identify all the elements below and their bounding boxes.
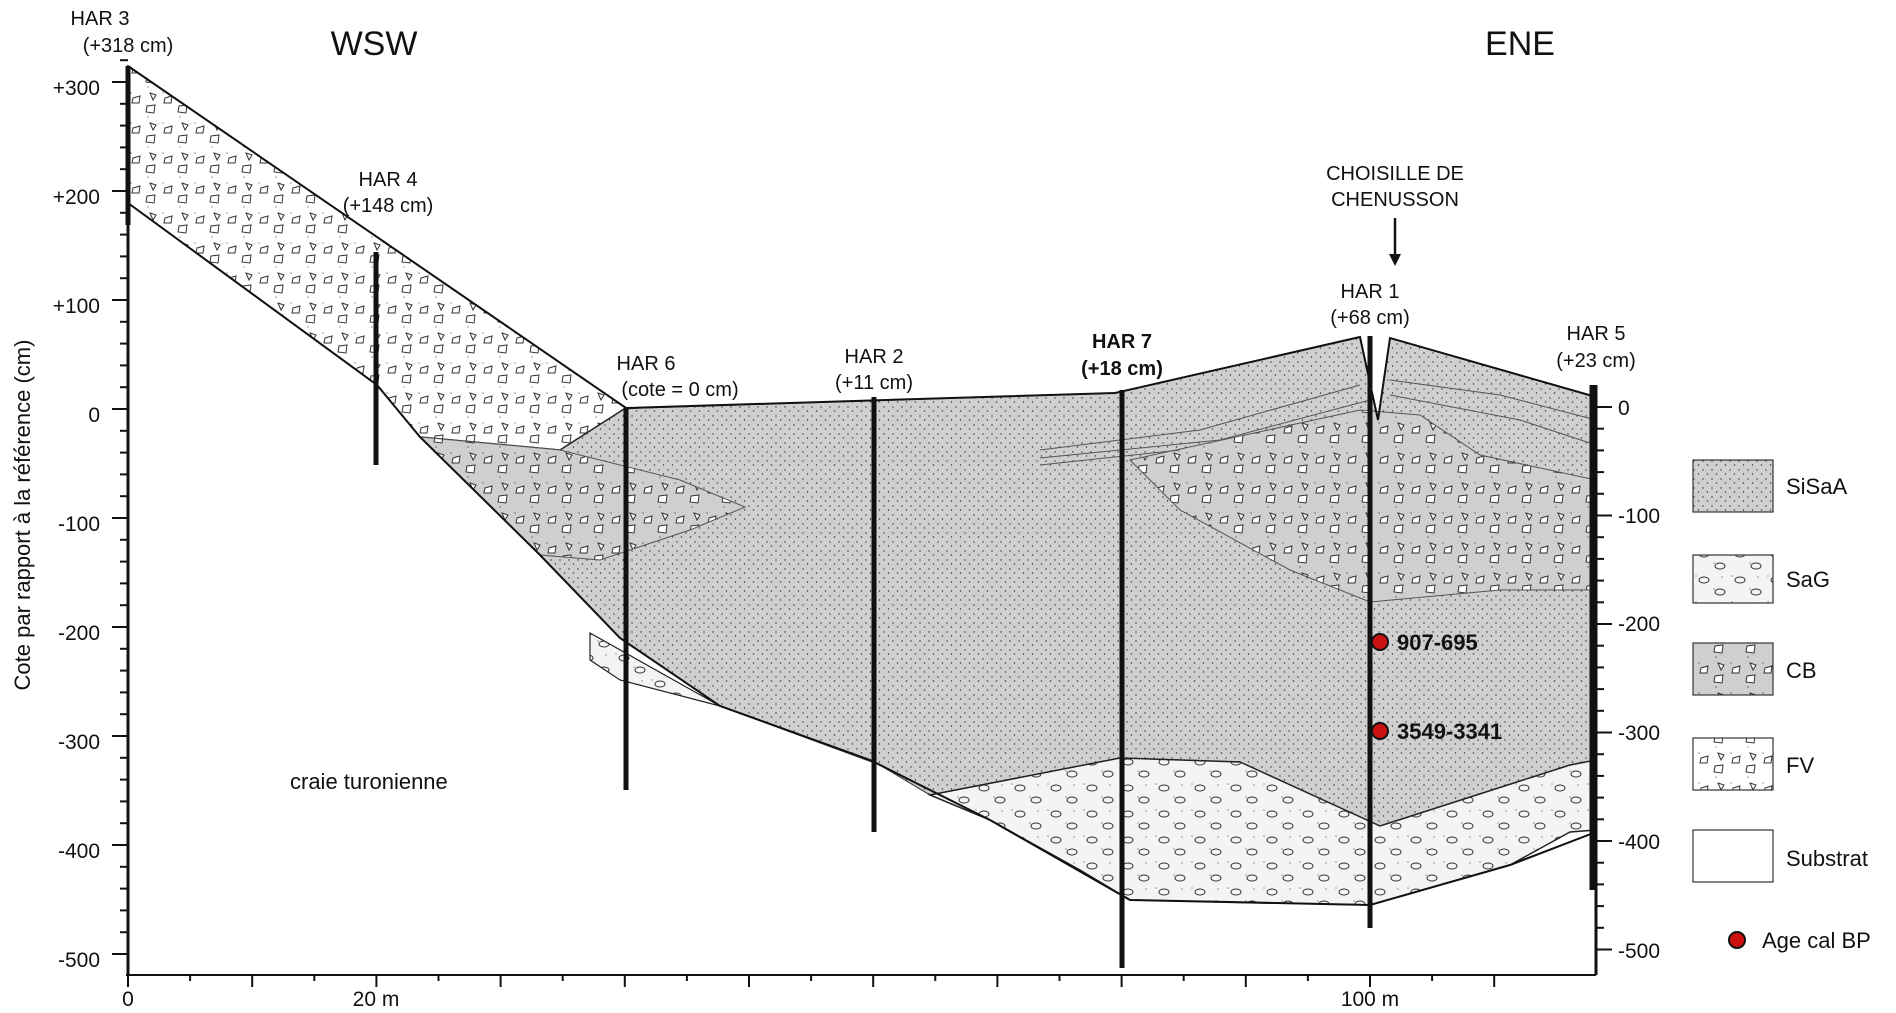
har3-elev: (+318 cm)	[83, 35, 174, 57]
sag-layer-left	[589, 631, 721, 707]
direction-left: WSW	[331, 25, 418, 63]
legend-label-substrat: Substrat	[1786, 846, 1868, 871]
stream-label-line2: CHENUSSON	[1331, 189, 1459, 211]
legend-date-dot	[1728, 931, 1746, 949]
legend-label-fv: FV	[1786, 753, 1814, 778]
har4-name: HAR 4	[359, 169, 418, 191]
borehole-labels: HAR 3 (+318 cm) HAR 4 (+148 cm) HAR 6 (c…	[71, 8, 1636, 401]
legend-swatch-sag	[1692, 554, 1774, 604]
left-tick-labels: +300 +200 +100 0 -100 -200 -300 -400 -50…	[53, 77, 100, 972]
tick-left-minus200: -200	[58, 622, 100, 645]
har2-elev: (+11 cm)	[835, 372, 913, 394]
tick-left-minus300: -300	[58, 731, 100, 754]
bottom-axis	[126, 974, 1596, 987]
x-tick-0: 0	[122, 988, 134, 1011]
tick-right-0: 0	[1618, 397, 1630, 420]
legend-swatch-cb	[1692, 642, 1774, 696]
tick-right-minus400: -400	[1618, 831, 1660, 854]
stream-marker: CHOISILLE DE CHENUSSON	[1326, 163, 1464, 266]
tick-left-plus100: +100	[53, 295, 100, 318]
har5-elev: (+23 cm)	[1556, 350, 1635, 372]
legend-label-sisaa: SiSaA	[1786, 474, 1847, 499]
legend-swatch-fv	[1692, 737, 1774, 791]
date-dot-2	[1371, 722, 1389, 740]
x-tick-labels: 0 20 m 100 m	[122, 988, 1399, 1011]
legend-swatch-sisaa	[1692, 459, 1774, 513]
har6-name: HAR 6	[617, 353, 676, 375]
y-axis-title: Cote par rapport à la référence (cm)	[10, 340, 35, 691]
tick-left-plus300: +300	[53, 77, 100, 100]
substrate-label: craie turonienne	[290, 769, 448, 794]
x-tick-20m: 20 m	[353, 988, 400, 1011]
tick-left-plus200: +200	[53, 186, 100, 209]
har7-name: HAR 7	[1092, 331, 1152, 353]
tick-left-minus500: -500	[58, 949, 100, 972]
legend-swatch-substrat	[1692, 829, 1774, 883]
x-tick-100m: 100 m	[1341, 988, 1399, 1011]
har2-name: HAR 2	[845, 346, 904, 368]
legend-label-cb: CB	[1786, 658, 1817, 683]
tick-right-minus300: -300	[1618, 722, 1660, 745]
date-label-1: 907-695	[1397, 630, 1478, 655]
tick-left-0: 0	[88, 404, 100, 427]
direction-right: ENE	[1485, 25, 1555, 63]
date-markers: 907-695 3549-3341	[1371, 630, 1502, 744]
legend: SiSaA SaG CB FV Substrat Age cal BP	[1692, 459, 1871, 953]
har5-name: HAR 5	[1567, 323, 1626, 345]
right-axis	[1594, 385, 1612, 975]
boreholes	[125, 66, 1595, 968]
tick-left-minus100: -100	[58, 513, 100, 536]
har1-elev: (+68 cm)	[1330, 307, 1409, 329]
tick-right-minus100: -100	[1618, 505, 1660, 528]
left-axis	[112, 59, 130, 975]
sag-layer	[927, 757, 1597, 906]
legend-label-age: Age cal BP	[1762, 928, 1871, 953]
date-dot-1	[1371, 633, 1389, 651]
stream-arrow-head-icon	[1389, 254, 1401, 266]
stream-label-line1: CHOISILLE DE	[1326, 163, 1464, 185]
legend-label-sag: SaG	[1786, 567, 1830, 592]
tick-right-minus500: -500	[1618, 940, 1660, 963]
right-tick-labels: 0 -100 -200 -300 -400 -500	[1618, 397, 1660, 963]
har7-elev: (+18 cm)	[1081, 358, 1163, 380]
har3-name: HAR 3	[71, 8, 130, 30]
har6-elev: (cote = 0 cm)	[621, 379, 738, 401]
date-label-2: 3549-3341	[1397, 719, 1502, 744]
tick-left-minus400: -400	[58, 840, 100, 863]
cb-lens-left	[418, 436, 747, 561]
har4-elev: (+148 cm)	[343, 195, 434, 217]
har1-name: HAR 1	[1341, 281, 1400, 303]
tick-right-minus200: -200	[1618, 613, 1660, 636]
